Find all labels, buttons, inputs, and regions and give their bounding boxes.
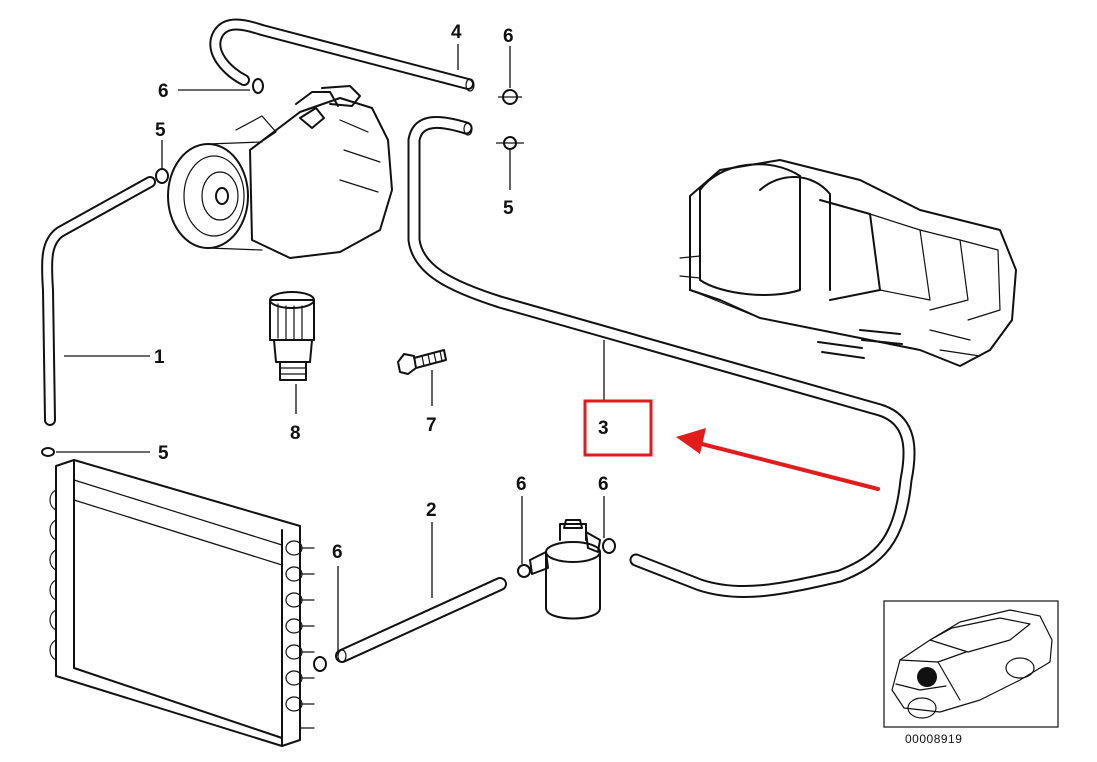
callout-ring5-left: 5 <box>155 120 166 141</box>
callout-ring5-right: 5 <box>503 198 514 219</box>
bolt <box>397 349 447 375</box>
callout-ring6-top-left: 6 <box>158 81 169 102</box>
hose-condenser <box>41 176 156 426</box>
o-ring-left-5 <box>155 168 169 184</box>
leader-lines <box>56 44 605 656</box>
car-outline-icon <box>891 609 1053 719</box>
pressure-switch <box>269 291 315 381</box>
evaporator-housing <box>679 159 1017 367</box>
ac-compressor <box>167 85 393 259</box>
highlight-arrow-head <box>676 428 706 454</box>
callout-pipe-dryer: 2 <box>426 500 437 521</box>
o-rings <box>41 78 616 672</box>
callout-ring6-dryer-left: 6 <box>516 474 527 495</box>
callout-ring6-top-right: 6 <box>503 26 514 47</box>
callout-ring6-condenser: 6 <box>332 542 343 563</box>
pipe-dryer <box>335 577 507 663</box>
hose-compressor <box>209 18 475 92</box>
receiver-dryer <box>529 519 601 620</box>
o-ring-condenser-6 <box>313 656 327 672</box>
callout-pressure-switch: 8 <box>290 423 301 444</box>
o-ring-dryer-right-6 <box>602 538 616 554</box>
callout-ring5-bottom: 5 <box>158 443 169 464</box>
callout-hose-condenser: 1 <box>154 347 165 368</box>
diagram-reference-number: 00008919 <box>905 732 962 746</box>
o-ring-bottom-5 <box>41 447 55 457</box>
condenser <box>49 459 315 747</box>
inset-frame <box>883 600 1059 728</box>
o-ring-top-left <box>252 78 264 94</box>
callout-pipe-evaporator: 3 <box>598 418 609 439</box>
highlight-arrow-shaft <box>696 441 880 491</box>
highlight-box <box>583 399 653 457</box>
location-marker <box>917 667 937 687</box>
pipe-evaporator <box>407 115 916 599</box>
highlight-annotation <box>583 399 880 491</box>
callout-hose-compressor: 4 <box>451 22 462 43</box>
callout-numbers: 1 2 3 4 5 5 5 6 6 6 6 6 7 8 <box>154 22 609 563</box>
locator-inset: 00008919 <box>883 600 1059 746</box>
o-ring-dryer-left-6 <box>517 564 531 578</box>
callout-bolt: 7 <box>426 415 437 436</box>
callout-ring6-dryer-right: 6 <box>598 474 609 495</box>
